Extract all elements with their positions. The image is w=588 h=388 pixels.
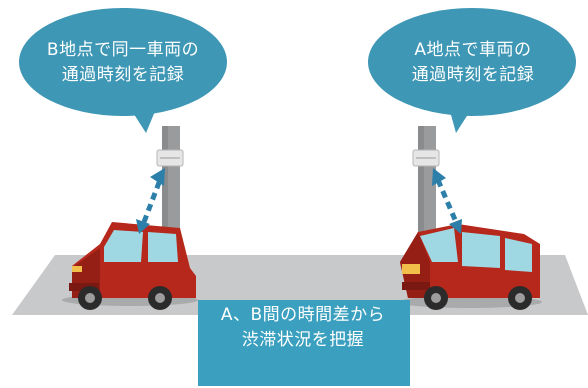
- caption-text: A、B間の時間差から 渋滞状況を把握: [196, 303, 410, 353]
- bubble-b-line2: 通過時刻を記録: [61, 65, 185, 85]
- bubble-a: [368, 8, 576, 133]
- bubble-b-line1: B地点で同一車両の: [46, 40, 200, 60]
- car-a: [398, 224, 542, 310]
- caption-box: [198, 300, 410, 386]
- pole-a: [412, 126, 440, 246]
- bubble-b-text: B地点で同一車両の 通過時刻を記録: [28, 38, 218, 88]
- bubble-a-text: A地点で車両の 通過時刻を記録: [378, 38, 568, 88]
- caption-line1: A、B間の時間差から: [220, 305, 386, 325]
- bubble-a-line2: 通過時刻を記録: [411, 65, 535, 85]
- signal-arrow-b: [136, 168, 165, 234]
- pole-b: [156, 126, 184, 246]
- caption-line2: 渋滞状況を把握: [241, 330, 365, 350]
- signal-arrow-a: [432, 168, 462, 234]
- bubble-b: [19, 8, 227, 133]
- bubble-a-line1: A地点で車両の: [414, 40, 532, 60]
- car-b: [62, 222, 198, 310]
